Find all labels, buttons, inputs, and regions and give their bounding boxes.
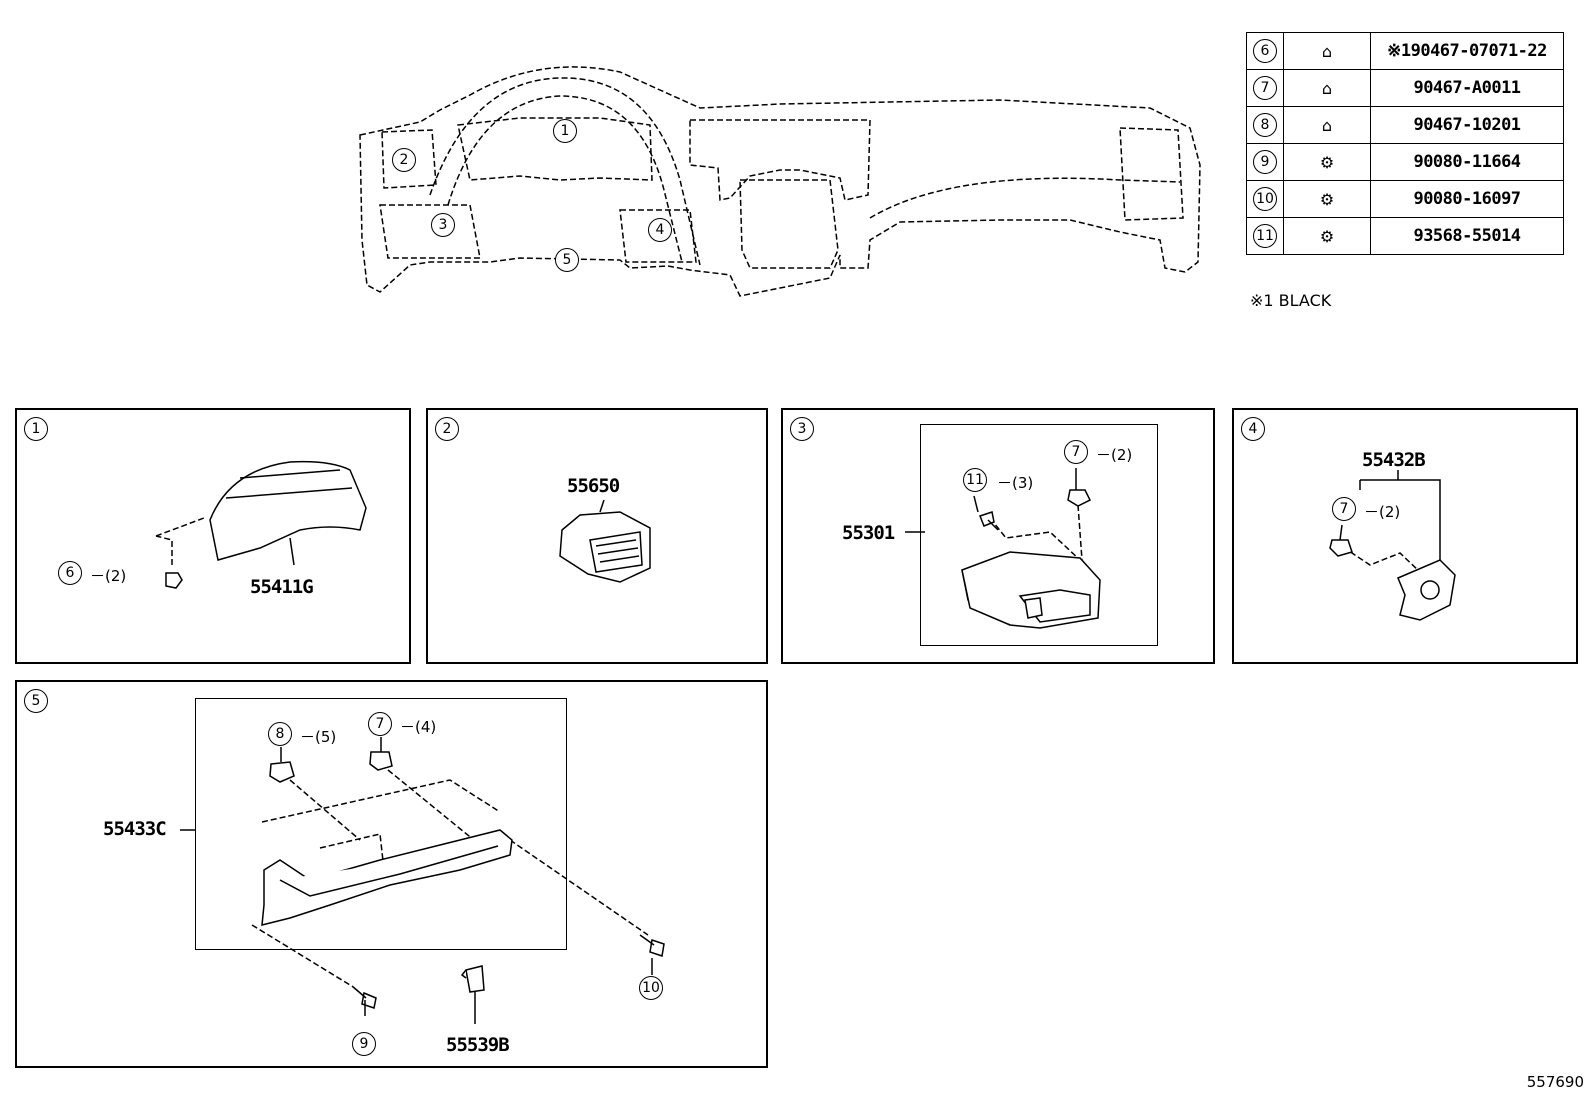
dash: － — [997, 474, 1013, 492]
ref-number: 6 — [1253, 39, 1277, 63]
diagram-id: 557690 — [1526, 1073, 1584, 1091]
overview-callout-4[interactable]: 4 — [648, 218, 672, 242]
clip-6-callout[interactable]: 6 — [58, 561, 82, 585]
clip-7-qty: (4) — [415, 718, 437, 736]
screw-icon: ⚙ — [1319, 189, 1335, 209]
clip-7-qty: (2) — [1379, 503, 1401, 521]
screw-icon: ⚙ — [1319, 226, 1335, 246]
dash: － — [1364, 503, 1380, 521]
screw-9-callout[interactable]: 9 — [352, 1032, 376, 1056]
table-row[interactable]: 9 ⚙ 90080-11664 — [1246, 143, 1564, 181]
dash: － — [300, 728, 316, 746]
screw-10-callout[interactable]: 10 — [639, 976, 663, 1000]
dash: － — [400, 718, 416, 736]
dash: － — [1096, 446, 1112, 464]
panel-5-number: 5 — [24, 689, 48, 713]
clip-8-callout[interactable]: 8 — [268, 722, 292, 746]
screw-11-callout[interactable]: 11 — [963, 468, 987, 492]
overview-callout-1[interactable]: 1 — [553, 119, 577, 143]
panel-4 — [1232, 408, 1578, 664]
overview-callout-2[interactable]: 2 — [392, 148, 416, 172]
dash: － — [90, 567, 106, 585]
panel-5 — [15, 680, 768, 1068]
ref-number: 9 — [1253, 150, 1277, 174]
part-55301[interactable]: 55301 — [842, 522, 895, 544]
cover-leaders — [1342, 546, 1421, 573]
clip-icon: ⌂ — [1321, 115, 1333, 135]
table-row[interactable]: 7 ⌂ 90467-A0011 — [1246, 69, 1564, 107]
table-row[interactable]: 11 ⚙ 93568-55014 — [1246, 217, 1564, 255]
panel-5-detail-box — [195, 698, 567, 950]
panel-1 — [15, 408, 411, 664]
clip-7-callout[interactable]: 7 — [1064, 440, 1088, 464]
part-number[interactable]: 90467-A0011 — [1413, 78, 1521, 98]
part-number[interactable]: 93568-55014 — [1413, 226, 1521, 246]
clip-7-callout[interactable]: 7 — [368, 712, 392, 736]
part-number[interactable]: 90080-11664 — [1413, 152, 1521, 172]
clip-7-qty: (2) — [1111, 446, 1133, 464]
panel-2 — [426, 408, 768, 664]
part-number[interactable]: 90080-16097 — [1413, 189, 1521, 209]
ref-number: 10 — [1253, 187, 1277, 211]
table-row[interactable]: 6 ⌂ ※190467-07071-22 — [1246, 32, 1564, 70]
black-marker: ※1 — [1387, 41, 1411, 61]
legend-note: ※1 BLACK — [1250, 291, 1332, 310]
table-row[interactable]: 10 ⚙ 90080-16097 — [1246, 180, 1564, 218]
register-leaders — [989, 504, 1083, 561]
screw-icon: ⚙ — [1319, 152, 1335, 172]
clip-icon: ⌂ — [1321, 41, 1333, 61]
clip-7-callout[interactable]: 7 — [1332, 497, 1356, 521]
overview-callout-5[interactable]: 5 — [555, 248, 579, 272]
part-55650[interactable]: 55650 — [567, 475, 620, 497]
panel-1-number: 1 — [24, 417, 48, 441]
clip-icon: ⌂ — [1321, 78, 1333, 98]
screw-11-qty: (3) — [1012, 474, 1034, 492]
fastener-parts-table: 6 ⌂ ※190467-07071-22 7 ⌂ 90467-A0011 8 ⌂… — [1246, 32, 1564, 255]
part-55411G[interactable]: 55411G — [250, 576, 314, 598]
ref-number: 8 — [1253, 113, 1277, 137]
panel-3 — [781, 408, 1215, 664]
panel-3-detail-box — [920, 424, 1158, 646]
overview-callout-3[interactable]: 3 — [431, 213, 455, 237]
panel-2-number: 2 — [435, 417, 459, 441]
panel-4-number: 4 — [1241, 417, 1265, 441]
part-number[interactable]: 90467-07071-22 — [1410, 41, 1548, 61]
ref-number: 7 — [1253, 76, 1277, 100]
instrument-panel-overview — [359, 66, 1201, 297]
part-55539B[interactable]: 55539B — [446, 1034, 510, 1056]
part-55432B[interactable]: 55432B — [1362, 449, 1426, 471]
table-row[interactable]: 8 ⌂ 90467-10201 — [1246, 106, 1564, 144]
panel-3-number: 3 — [790, 417, 814, 441]
part-number[interactable]: 90467-10201 — [1413, 115, 1521, 135]
part-55433C[interactable]: 55433C — [103, 818, 167, 840]
lower-panel-leaders — [251, 769, 649, 986]
clip-8-qty: (5) — [315, 728, 337, 746]
ref-number: 11 — [1253, 224, 1277, 248]
clip-6-qty: (2) — [105, 567, 127, 585]
